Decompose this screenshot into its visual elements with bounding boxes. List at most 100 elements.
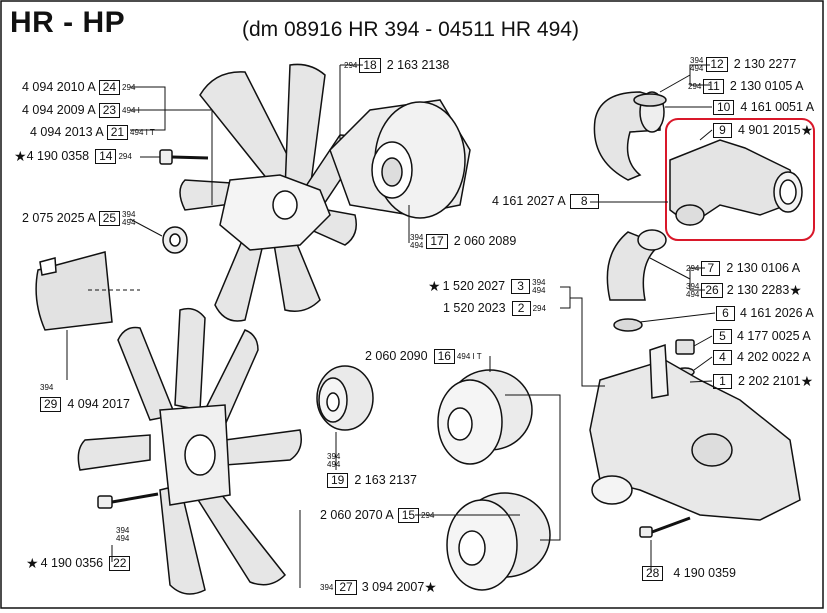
hose-clamp-illustration — [613, 93, 667, 332]
part-3-note-b: 494 — [532, 285, 546, 295]
part-12-number: 12 — [706, 57, 728, 72]
part-25-number: 25 — [98, 211, 121, 226]
part-2-label: 1 520 2023 2 294 — [443, 301, 546, 316]
thermostat-housing-illustration — [669, 139, 803, 226]
part-2-code: 1 520 2023 — [443, 301, 506, 315]
highlight-box — [665, 118, 815, 241]
part-23-note: 494 I — [122, 106, 140, 115]
part-4-label: 4 4 202 0022 A — [713, 350, 811, 365]
part-15-label: 2 060 2070 A 15 294 — [320, 508, 434, 523]
fan-shroud-illustration — [35, 251, 113, 331]
part-12-note-b: 494 — [690, 63, 704, 73]
part-10-number: 10 — [713, 100, 735, 115]
part-1-code: 2 202 2101 — [738, 374, 801, 388]
part-29-number: 29 — [40, 397, 62, 412]
part-16-number: 16 — [433, 349, 455, 364]
part-21-note: 494 I T — [130, 128, 155, 137]
part-28-code: 4 190 0359 — [673, 566, 736, 580]
part-9-number: 9 — [713, 123, 732, 138]
part-7-note: 294 — [686, 264, 700, 273]
part-4-code: 4 202 0022 A — [737, 350, 811, 364]
part-24-note: 294 — [122, 83, 136, 92]
part-8-code: 4 161 2027 A — [492, 194, 566, 208]
part-22-star: ★ — [26, 555, 39, 571]
part-10-label: 10 4 161 0051 A — [713, 100, 814, 115]
part-22-note-a: 394 — [116, 526, 130, 535]
pulley-16-illustration — [437, 369, 533, 465]
part-6-number: 6 — [716, 306, 735, 321]
part-27-code: 3 094 2007 — [361, 580, 425, 594]
part-26-code: 2 130 2283 — [726, 283, 790, 297]
part-27-label: 394 27 3 094 2007 ★ — [320, 580, 437, 595]
page-subtitle: (dm 08916 HR 394 - 04511 HR 494) — [242, 18, 579, 41]
part-4-number: 4 — [713, 350, 732, 365]
part-26-note-b: 494 — [686, 289, 700, 299]
part-12-code: 2 130 2277 — [733, 57, 797, 71]
water-pump-illustration — [589, 343, 801, 521]
spacer-illustration — [316, 365, 374, 431]
part-18-number: 18 — [359, 58, 381, 73]
part-24-label: 4 094 2010 A 24 294 — [22, 80, 135, 95]
part-3-star: ★ — [428, 278, 441, 294]
leader-lines — [66, 64, 716, 588]
part-15-code: 2 060 2070 A — [320, 508, 394, 522]
part-7-number: 7 — [701, 261, 721, 276]
part-25-note-b: 494 — [122, 217, 136, 227]
part-18-code: 2 163 2138 — [386, 58, 450, 72]
part-17-note-a: 394 — [410, 232, 424, 242]
nut-illustration — [162, 226, 188, 254]
part-29-note: 394 — [40, 383, 54, 392]
part-2-note: 294 — [532, 304, 546, 313]
lower-bolt-illustration — [97, 492, 159, 509]
part-17-code: 2 060 2089 — [453, 234, 517, 248]
bolt-illustration — [159, 149, 209, 165]
part-15-note: 294 — [421, 511, 435, 520]
part-21-code: 4 094 2013 A — [30, 125, 104, 139]
part-14-label: ★ 4 190 0358 14 294 — [14, 149, 132, 164]
part-17-note-b: 494 — [410, 240, 424, 250]
part-19-number: 19 — [327, 473, 349, 488]
part-9-star: ★ — [800, 122, 814, 138]
part-3-code: 1 520 2027 — [442, 279, 506, 293]
part-19-note-b: 494 — [327, 460, 341, 469]
upper-pulley-illustration — [329, 99, 471, 219]
part-25-code: 2 075 2025 A — [22, 211, 96, 225]
part-1-star: ★ — [800, 373, 814, 389]
part-26-star: ★ — [789, 282, 802, 298]
part-28-number: 28 — [642, 566, 664, 581]
part-15-number: 15 — [397, 508, 420, 523]
part-5-code: 4 177 0025 A — [737, 329, 811, 343]
part-7-label: 294 7 2 130 0106 A — [686, 261, 800, 276]
part-22-label: ★ 4 190 0356 22 — [26, 555, 131, 571]
part-11-note: 294 — [688, 82, 702, 91]
pulley-15-illustration — [446, 492, 551, 591]
part-19-label: 19 2 163 2137 — [327, 473, 417, 488]
part-3-number: 3 — [511, 279, 531, 294]
lower-fan-illustration — [77, 307, 302, 595]
page-title: HR - HP — [10, 6, 126, 39]
part-23-code: 4 094 2009 A — [22, 103, 96, 117]
part-14-number: 14 — [95, 149, 117, 164]
part-21-number: 21 — [106, 125, 129, 140]
part-3-note-a: 394 — [532, 277, 546, 287]
part-24-number: 24 — [98, 80, 121, 95]
part-6-code: 4 161 2026 A — [740, 306, 814, 320]
part-29-note-label: 394 — [40, 380, 53, 395]
part-14-code: 4 190 0358 — [26, 149, 90, 163]
part-23-number: 23 — [98, 103, 121, 118]
part-11-code: 2 130 0105 A — [729, 79, 804, 93]
part-7-code: 2 130 0106 A — [726, 261, 801, 275]
part-27-number: 27 — [335, 580, 357, 595]
